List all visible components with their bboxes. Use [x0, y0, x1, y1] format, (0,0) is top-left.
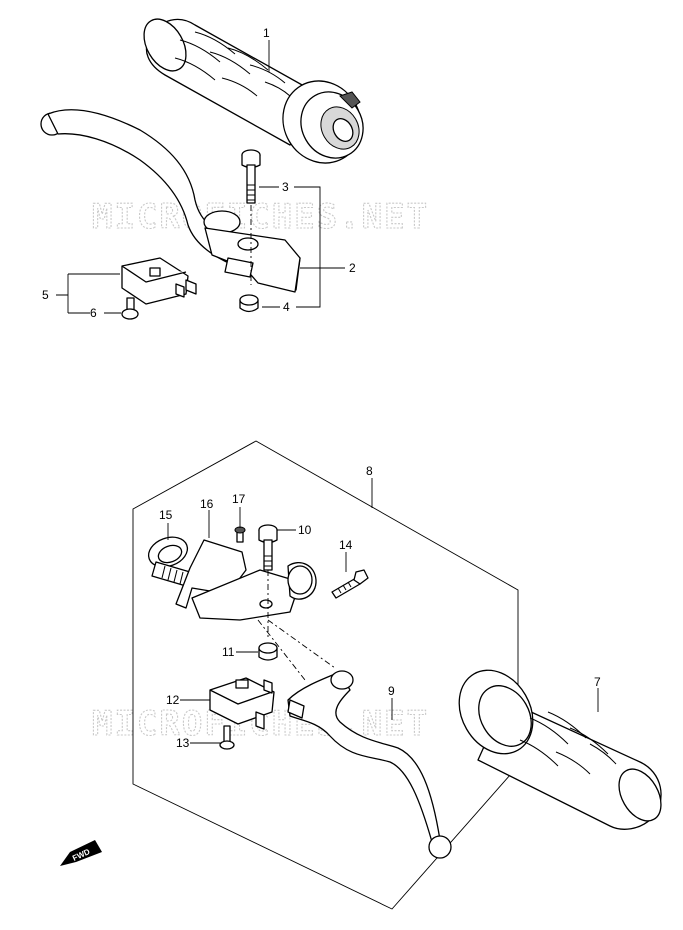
screw-13-part: [219, 725, 235, 750]
lever-perch-part: [175, 539, 317, 621]
nut-11-part: [258, 642, 278, 661]
brake-switch-part: [121, 257, 197, 305]
clutch-switch-part: [209, 677, 275, 730]
callout-3: 3: [282, 180, 289, 194]
assembly-outline: [132, 440, 519, 910]
callout-12: 12: [166, 693, 180, 707]
nut-part: [239, 294, 259, 313]
callout-7: 7: [594, 675, 601, 689]
callout-4: 4: [283, 300, 290, 314]
callout-10: 10: [298, 523, 312, 537]
adjuster-knob-part: [147, 536, 191, 587]
callout-11: 11: [222, 645, 235, 659]
callouts-top: 1 3 2 4 5 6: [42, 26, 356, 320]
screw-part: [121, 297, 139, 320]
grip-left-part: [458, 669, 662, 830]
callout-16: 16: [200, 497, 214, 511]
callout-8: 8: [366, 464, 373, 478]
callout-5: 5: [42, 288, 49, 302]
fwd-arrow-icon: FWD: [60, 840, 102, 866]
pivot-bolt-part: [241, 149, 261, 285]
callout-9: 9: [388, 684, 395, 698]
callout-2: 2: [349, 261, 356, 275]
callout-15: 15: [159, 508, 173, 522]
fwd-label: FWD: [71, 847, 92, 863]
brake-lever-part: [40, 109, 301, 293]
bolt-14-part: [331, 569, 369, 599]
watermark-top: MICROFICHES.NET: [92, 197, 429, 237]
grip-right-part: [143, 18, 364, 164]
pivot-bolt-10-part: [258, 524, 278, 571]
callout-1: 1: [263, 26, 270, 40]
screw-17-part: [234, 526, 246, 543]
callouts-bottom: 8 15 16 17 10 14 11 12 13 9 7: [159, 464, 601, 750]
callout-6: 6: [90, 306, 97, 320]
callout-14: 14: [339, 538, 353, 552]
clutch-lever-part: [287, 670, 452, 859]
callout-13: 13: [176, 736, 190, 750]
callout-17: 17: [232, 492, 246, 506]
